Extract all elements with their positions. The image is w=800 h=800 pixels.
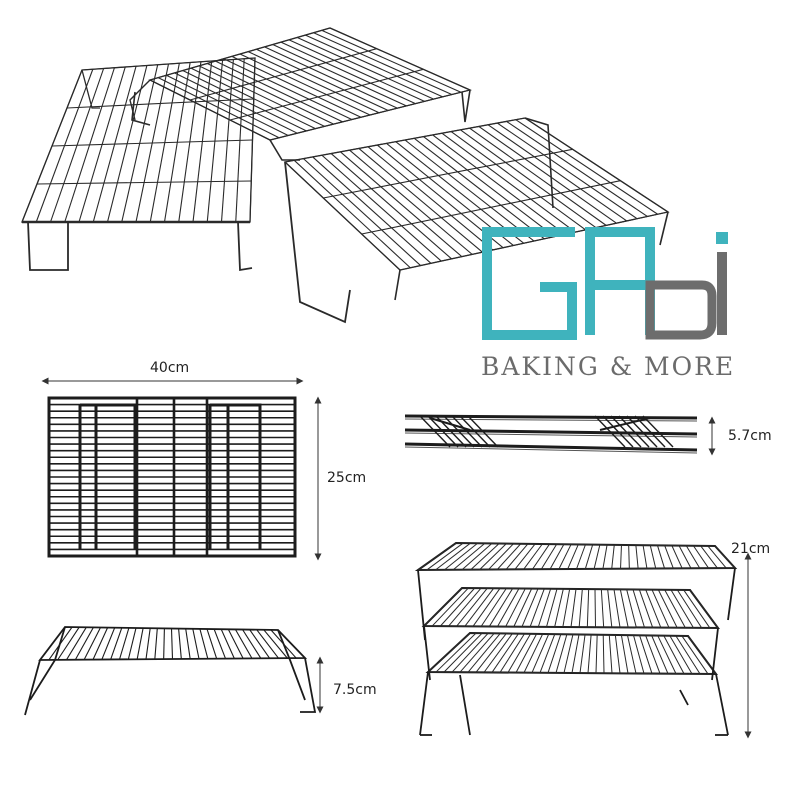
dimension-single-height-label: 7.5cm xyxy=(333,682,377,698)
rack-perspective-left xyxy=(21,57,256,272)
rack-single-side-view xyxy=(24,626,324,716)
dimension-width-label: 40cm xyxy=(150,360,190,376)
logo-letter-a xyxy=(585,227,655,335)
dimension-folded-height-label: 5.7cm xyxy=(728,428,772,444)
dimension-stacked-height-label: 21cm xyxy=(731,541,771,557)
brand-logo xyxy=(482,227,728,340)
brand-tagline: BAKING & MORE xyxy=(481,352,736,381)
rack-top-view xyxy=(41,377,322,561)
rack-stacked-three xyxy=(414,541,752,739)
rack-perspective-right xyxy=(283,117,670,324)
logo-letter-i xyxy=(717,252,727,335)
logo-letter-b xyxy=(645,280,717,340)
rack-folded-stack xyxy=(404,414,716,456)
dimension-depth-label: 25cm xyxy=(327,470,367,486)
rack-perspective-back xyxy=(129,27,472,161)
logo-letter-g xyxy=(482,227,577,340)
